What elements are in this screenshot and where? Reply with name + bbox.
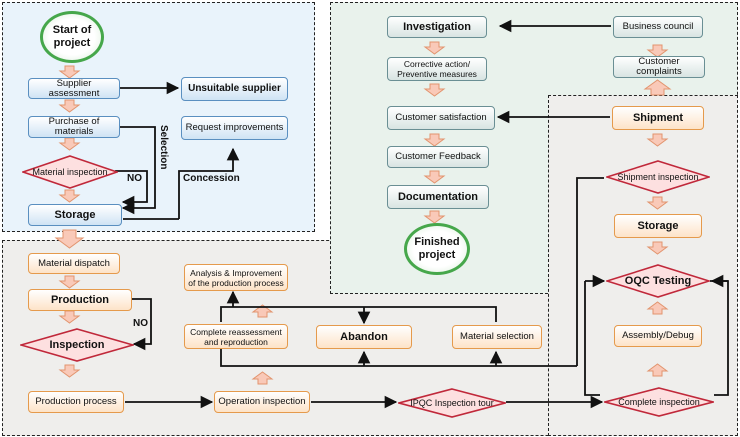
request-improvements-node: Request improvements	[181, 116, 288, 140]
material-selection-node: Material selection	[452, 325, 542, 349]
shipping-region	[548, 95, 738, 436]
material-inspection-node: Material inspection	[22, 155, 118, 189]
customer-satisfaction-node: Customer satisfaction	[387, 106, 495, 130]
finished-project-node: Finished project	[404, 223, 470, 275]
assembly-debug-node: Assembly/Debug	[614, 325, 702, 347]
storage-supply-node: Storage	[28, 204, 122, 226]
flow-arrow	[251, 371, 274, 385]
flow-arrow	[646, 196, 669, 210]
production-process-node: Production process	[28, 391, 124, 413]
investigation-node: Investigation	[387, 16, 487, 38]
shipment-inspection-node: Shipment inspection	[606, 160, 710, 194]
selection-label: Selection	[158, 125, 169, 170]
flow-arrow	[646, 44, 669, 58]
flow-arrow	[423, 41, 446, 55]
documentation-node: Documentation	[387, 185, 489, 209]
inspection-node: Inspection	[20, 328, 134, 362]
flow-arrow	[423, 170, 446, 184]
flow-arrow	[58, 275, 81, 289]
flow-arrow	[58, 310, 81, 324]
complete-inspection-node: Complete inspection	[604, 387, 714, 417]
supplier-assessment-node: Supplier assessment	[28, 78, 120, 99]
reassessment-node: Complete reassessment and reproduction	[184, 324, 288, 349]
unsuitable-supplier-node: Unsuitable supplier	[181, 77, 288, 101]
flow-arrow	[646, 301, 669, 315]
customer-feedback-node: Customer Feedback	[387, 146, 489, 168]
customer-complaints-node: Customer complaints	[613, 56, 705, 78]
flow-arrow	[646, 363, 669, 377]
purchase-materials-node: Purchase of materials	[28, 116, 120, 138]
flow-arrow	[251, 304, 274, 318]
analysis-improvement-node: Analysis & Improvement of the production…	[184, 264, 288, 291]
flow-arrow	[423, 210, 446, 224]
flow-arrow	[58, 364, 81, 378]
flow-arrow	[423, 133, 446, 147]
business-council-node: Business council	[613, 16, 703, 38]
flow-arrow	[646, 241, 669, 255]
production-node: Production	[28, 289, 132, 311]
corrective-action-node: Corrective action/ Preventive measures	[387, 57, 487, 81]
concession-label: Concession	[183, 173, 240, 184]
abandon-node: Abandon	[316, 325, 412, 349]
flow-arrow	[423, 83, 446, 97]
shipment-node: Shipment	[612, 106, 704, 130]
ipqc-inspection-node: IPQC Inspection tour	[398, 388, 506, 418]
storage-final-node: Storage	[614, 214, 702, 238]
operation-inspection-node: Operation inspection	[214, 391, 310, 413]
flow-arrow	[643, 79, 672, 96]
no-material-label: NO	[127, 173, 142, 184]
material-dispatch-node: Material dispatch	[28, 253, 120, 274]
flow-arrow	[58, 137, 81, 151]
flow-arrow	[58, 189, 81, 203]
flow-arrow	[58, 65, 81, 79]
flow-arrow	[58, 99, 81, 113]
start-node: Start of project	[40, 11, 104, 63]
flow-arrow	[54, 229, 85, 249]
no-production-label: NO	[133, 318, 148, 329]
flow-arrow	[646, 133, 669, 147]
oqc-testing-node: OQC Testing	[606, 264, 710, 298]
